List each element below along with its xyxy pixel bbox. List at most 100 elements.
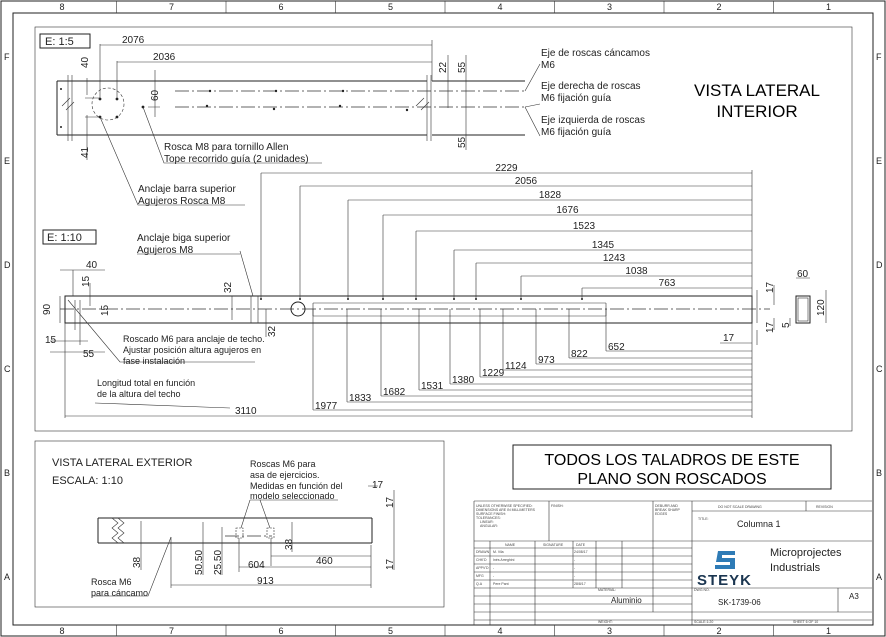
- dimension-value: 1833: [349, 393, 372, 404]
- dimension-line: [449, 309, 752, 385]
- top-beam: [56, 75, 525, 141]
- scale-box-mid: [42, 229, 97, 245]
- svg-text:CHK'D: CHK'D: [476, 558, 487, 562]
- svg-text:15: 15: [100, 304, 111, 316]
- mid-dimensions: 2229205618281676152313451243103876365282…: [64, 163, 753, 418]
- zone-row-right: F: [876, 52, 882, 62]
- svg-text:Eje derecha de roscas: Eje derecha de roscas: [541, 81, 641, 92]
- material: Aluminio: [611, 596, 642, 605]
- sign-date: -: [574, 566, 576, 570]
- company-name-2: Industrials: [770, 562, 821, 574]
- dimension-line: [299, 185, 752, 299]
- zone-col-top: 7: [169, 2, 174, 12]
- exterior-notes: Roscas M6 para asa de ejercicios. Medida…: [91, 459, 343, 598]
- dimension-value: 652: [608, 342, 625, 353]
- svg-text:NAME: NAME: [505, 543, 516, 547]
- svg-text:22: 22: [438, 61, 449, 73]
- svg-text:90: 90: [42, 303, 53, 315]
- zone-row-left: A: [4, 572, 10, 582]
- zone-row-right: B: [876, 468, 882, 478]
- svg-text:DO NOT SCALE DRAWING: DO NOT SCALE DRAWING: [718, 505, 762, 509]
- svg-text:de la altura del techo: de la altura del techo: [97, 389, 181, 399]
- dimension-value: 1676: [556, 205, 579, 216]
- scale-mid: E: 1:10: [47, 232, 82, 244]
- dimension-line: [415, 230, 752, 299]
- dimension-line: [475, 262, 752, 299]
- zone-col-bottom: 2: [716, 626, 721, 636]
- svg-text:MATERIAL:: MATERIAL:: [598, 588, 616, 592]
- zone-row-left: B: [4, 468, 10, 478]
- banner-line-1: TODOS LOS TALADROS DE ESTE: [544, 452, 799, 469]
- dimension-line: [581, 287, 752, 299]
- svg-text:40: 40: [80, 56, 91, 68]
- svg-text:SIGNATURE: SIGNATURE: [543, 543, 564, 547]
- svg-text:Roscas M6 para: Roscas M6 para: [250, 459, 316, 469]
- sheet-size: A3: [849, 592, 859, 601]
- hole-mark: [475, 298, 477, 300]
- svg-text:40: 40: [86, 260, 98, 271]
- zone-col-top: 6: [278, 2, 283, 12]
- sign-date: -: [574, 558, 576, 562]
- exterior-scale: ESCALA: 1:10: [52, 475, 123, 487]
- dimension-line: [502, 309, 752, 371]
- svg-text:60: 60: [150, 89, 161, 101]
- dimension-value: 1345: [592, 240, 615, 251]
- svg-text:M6 fijación guía: M6 fijación guía: [541, 127, 611, 138]
- zone-row-left: D: [4, 260, 11, 270]
- dimension-line: [418, 309, 752, 391]
- svg-text:STEYK: STEYK: [697, 572, 752, 589]
- svg-text:15: 15: [45, 335, 57, 346]
- exterior-view-frame: [34, 440, 445, 608]
- dimension-value: 2229: [495, 163, 518, 174]
- dimension-value: 1229: [482, 368, 505, 379]
- svg-text:17: 17: [723, 333, 735, 344]
- banner-line-2: PLANO SON ROSCADOS: [577, 471, 766, 488]
- hole-mark: [382, 298, 384, 300]
- dimension-line: [380, 309, 752, 397]
- dimension-line: [479, 309, 752, 378]
- svg-text:38: 38: [284, 538, 295, 550]
- zone-col-top: 5: [388, 2, 393, 12]
- dimension-line: [382, 214, 752, 299]
- mid-beam: [60, 295, 811, 324]
- inner-frame: [12, 12, 874, 626]
- dimension-line: [312, 309, 752, 411]
- svg-text:32: 32: [267, 325, 278, 337]
- zone-col-top: 3: [607, 2, 612, 12]
- hole-mark: [260, 298, 262, 300]
- hole-mark: [453, 298, 455, 300]
- company-name-1: Microprojectes: [770, 547, 842, 559]
- svg-text:604: 604: [248, 560, 265, 571]
- dimension-line: [346, 309, 752, 403]
- svg-text:DRAWN: DRAWN: [476, 550, 490, 554]
- svg-text:17: 17: [765, 321, 776, 333]
- svg-text:5: 5: [781, 322, 792, 328]
- svg-text:Q.A: Q.A: [476, 582, 483, 586]
- signer-name: -: [493, 574, 495, 578]
- svg-text:60: 60: [797, 269, 809, 280]
- banner-box: [512, 444, 832, 490]
- dimension-value: 1682: [383, 387, 406, 398]
- dimension-line: [453, 249, 752, 299]
- dimension-line: [520, 275, 752, 299]
- svg-text:55: 55: [457, 61, 468, 73]
- dimension-value: 1038: [625, 266, 648, 277]
- zone-col-top: 2: [716, 2, 721, 12]
- svg-text:55: 55: [457, 136, 468, 148]
- dimension-value: 1124: [505, 361, 527, 372]
- drawing-number: SK-1739-06: [718, 598, 761, 607]
- svg-text:SHEET 6 OF 10: SHEET 6 OF 10: [793, 620, 818, 624]
- sign-date: -: [574, 574, 576, 578]
- signer-name: M. Vila: [493, 550, 504, 554]
- dimension-value: 1977: [315, 401, 338, 412]
- dimension-line: [347, 199, 752, 299]
- steyk-logo-icon: STEYK: [697, 551, 752, 589]
- dimension-line: [535, 309, 752, 365]
- signer-name: Inés Arreghini: [493, 558, 515, 562]
- zone-col-bottom: 7: [169, 626, 174, 636]
- svg-text:Rosca M6: Rosca M6: [91, 577, 132, 587]
- svg-text:Anclaje barra superior: Anclaje barra superior: [138, 184, 236, 195]
- scale-box-top: [39, 33, 91, 49]
- dimension-value: 1380: [452, 375, 475, 386]
